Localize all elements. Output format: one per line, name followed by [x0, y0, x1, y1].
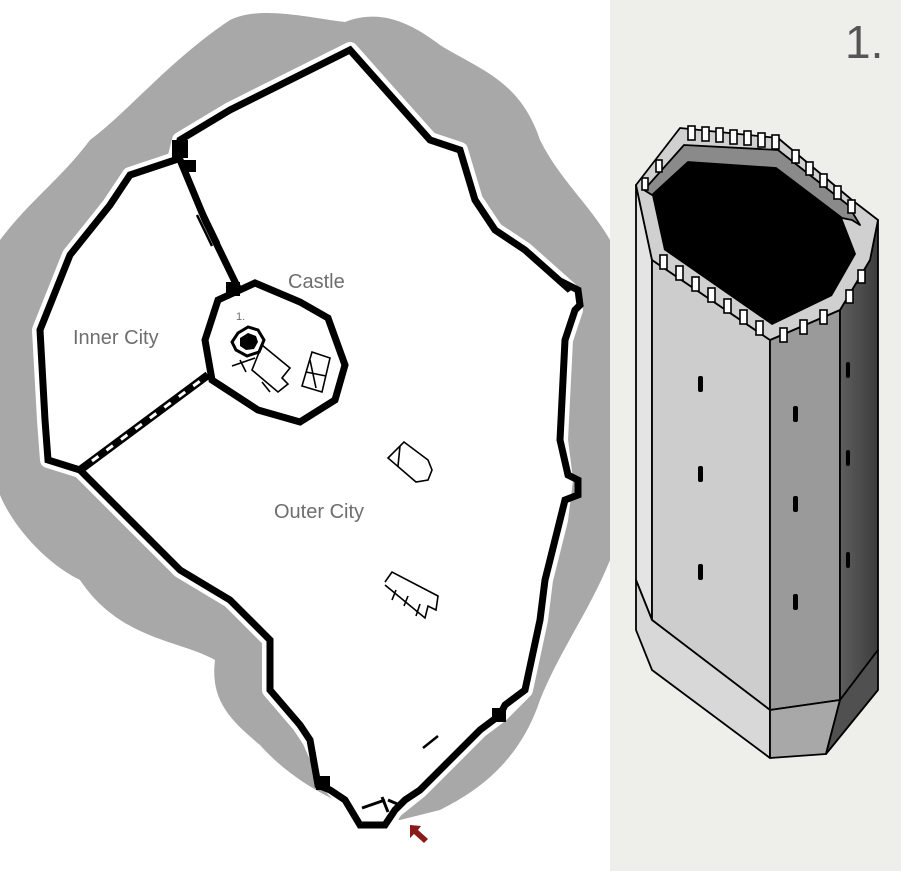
outer-city-ruin-line	[422, 735, 439, 749]
wall-tower	[172, 140, 188, 158]
inner-city-divider-dashes	[91, 379, 201, 463]
wall-gate	[195, 211, 221, 247]
tower-inner-wall	[643, 144, 861, 226]
wall-tower	[492, 708, 506, 722]
label-castle: Castle	[288, 271, 345, 293]
outer-town-wall	[36, 45, 584, 829]
red-arrow-icon	[410, 825, 428, 843]
tower-base-right	[825, 649, 879, 755]
castle-building-chapel	[301, 350, 331, 394]
octagonal-tower-illustration	[635, 127, 879, 759]
inner-city-divider-wall	[77, 371, 211, 474]
outer-city-building-1	[386, 440, 433, 483]
tower-crenellations	[641, 125, 866, 343]
tower-arrow-slits	[698, 362, 850, 610]
keep-tower-plan	[230, 325, 266, 358]
label-outer-city: Outer City	[274, 501, 364, 523]
castle-building-hall	[231, 343, 292, 394]
castle-north-wall	[174, 153, 242, 290]
label-inner-city: Inner City	[73, 327, 159, 349]
tower-face-mid	[769, 309, 841, 711]
map-marker-1: 1.	[236, 311, 245, 323]
wall-tower	[182, 160, 196, 172]
panel-number: 1.	[845, 16, 883, 68]
wall-tower	[316, 776, 330, 790]
tower-detail-panel: 1.	[610, 0, 901, 871]
outer-city-building-2	[384, 570, 439, 620]
south-gate	[361, 796, 403, 813]
tower-interior	[652, 162, 856, 325]
castle-gate-tower	[226, 282, 240, 296]
castle-wall	[201, 279, 349, 426]
site-map: 1. Castle Inner City Outer City	[0, 12, 610, 843]
